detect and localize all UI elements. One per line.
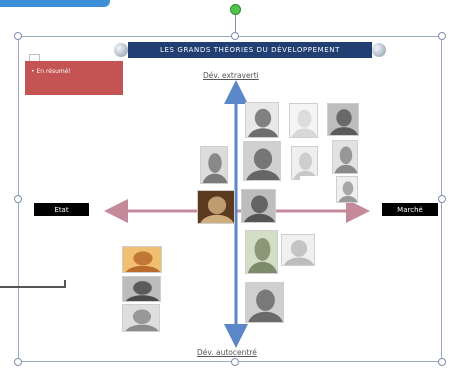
resize-handle-bottom-left[interactable] [14,358,22,366]
portrait-photo-icon [123,247,161,272]
portrait-economist-16[interactable] [122,304,160,332]
portrait-photo-icon [328,104,358,135]
portrait-photo-icon [246,231,277,273]
portrait-economist-7[interactable] [332,140,358,174]
portrait-photo-icon [337,177,357,202]
summary-bullet-text: En résumé! [36,68,71,75]
summary-box[interactable]: • En résumé! [25,61,123,95]
portrait-photo-icon [242,190,275,222]
portrait-photo-icon [201,147,227,183]
axis-label-bottom[interactable]: Dév. autocentré [197,348,257,357]
resize-handle-top-center[interactable] [231,32,239,40]
portrait-economist-8[interactable] [336,176,358,203]
portrait-economist-1[interactable] [245,102,279,138]
title-knob-right-icon [372,43,386,57]
portrait-photo-icon [290,104,317,137]
portrait-photo-icon [300,176,330,182]
portrait-economist-4[interactable] [200,146,228,184]
resize-handle-bottom-center[interactable] [231,358,239,366]
rotation-stem [235,14,236,36]
portrait-economist-12[interactable] [281,234,315,266]
rotation-handle-icon[interactable] [230,4,241,15]
portrait-economist-5[interactable] [243,141,281,181]
portrait-photo-icon [123,305,159,331]
portrait-economist-13[interactable] [245,282,284,323]
connector-line [0,286,66,288]
label-marche[interactable]: Marché [382,203,438,216]
portrait-economist-9[interactable] [197,190,235,224]
bullet-icon: • [31,68,35,75]
portrait-photo-icon [123,277,160,301]
portrait-photo-icon [282,235,314,265]
portrait-economist-14[interactable] [122,246,162,273]
portrait-economist-6[interactable] [291,146,318,180]
portrait-economist-15[interactable] [122,276,161,302]
portrait-photo-icon [246,283,283,322]
slide-title[interactable]: Les grands théories du développement [128,42,372,58]
portrait-economist-2[interactable] [289,103,318,138]
portrait-photo-icon [333,141,357,173]
portrait-economist-3[interactable] [327,103,359,136]
connector-tick [64,280,66,288]
portrait-economist-17[interactable] [300,176,330,182]
resize-handle-bottom-right[interactable] [438,358,446,366]
resize-handle-middle-left[interactable] [14,195,22,203]
title-knob-left-icon [114,43,128,57]
resize-handle-top-left[interactable] [14,32,22,40]
resize-handle-middle-right[interactable] [438,195,446,203]
axis-label-top[interactable]: Dév. extraverti [203,71,259,80]
portrait-photo-icon [292,147,317,179]
ribbon-tab-edge[interactable] [0,0,110,7]
resize-handle-top-right[interactable] [438,32,446,40]
portrait-economist-11[interactable] [245,230,278,274]
label-etat[interactable]: Etat [34,203,89,216]
portrait-economist-10[interactable] [241,189,276,223]
portrait-photo-icon [244,142,280,180]
portrait-photo-icon [198,191,234,223]
portrait-photo-icon [246,103,278,137]
